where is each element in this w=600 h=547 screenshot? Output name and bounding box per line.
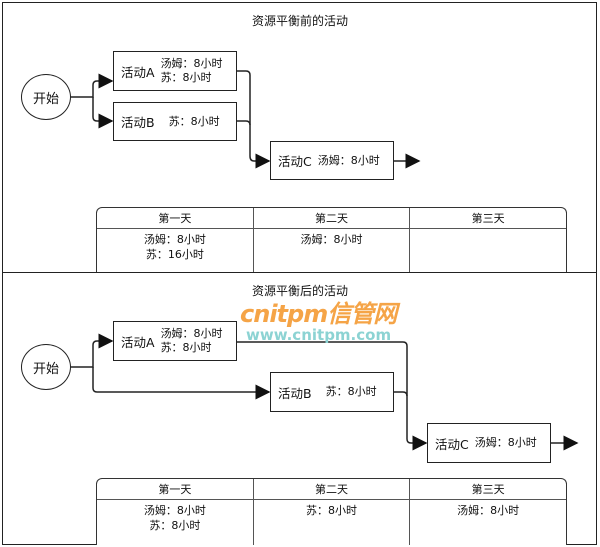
table-cell: 苏：8小时	[306, 504, 357, 517]
before-title: 资源平衡前的活动	[251, 14, 348, 28]
resource: 苏：8小时	[325, 385, 377, 398]
before-start-to-a	[70, 73, 114, 98]
after-title: 资源平衡后的活动	[251, 284, 348, 298]
activity-name: 活动A	[121, 64, 155, 80]
table-header: 第三天	[410, 479, 567, 500]
before-a-to-c	[237, 70, 271, 169]
table-header: 第二天	[253, 208, 410, 229]
watermark-brand: cnitpm信管网	[240, 300, 397, 328]
after-start-to-b	[92, 367, 271, 400]
resource: 苏：8小时	[160, 341, 212, 354]
after-start-node: 开始	[21, 344, 71, 390]
resource: 汤姆：8小时	[160, 57, 223, 70]
table-header: 第一天	[97, 208, 253, 229]
before-activity-a: 活动A 汤姆：8小时苏：8小时	[113, 51, 237, 91]
table-cell: 汤姆：8小时	[300, 233, 363, 246]
after-schedule-table: 第一天汤姆：8小时苏：8小时 第二天苏：8小时 第三天汤姆：8小时	[96, 478, 567, 545]
resource: 苏：8小时	[160, 71, 212, 84]
activity-name: 活动C	[435, 436, 469, 452]
resource: 汤姆：8小时	[317, 153, 380, 167]
before-start-node: 开始	[21, 74, 71, 120]
before-start-to-b	[92, 97, 114, 129]
activity-name: 活动B	[278, 385, 312, 401]
table-header: 第二天	[253, 479, 410, 500]
before-schedule-table: 第一天汤姆：8小时苏：16小时 第二天汤姆：8小时 第三天	[96, 207, 567, 272]
table-cell: 苏：16小时	[145, 248, 204, 261]
table-cell: 苏：8小时	[149, 519, 201, 532]
after-activity-a: 活动A 汤姆：8小时苏：8小时	[113, 321, 237, 361]
before-activity-b: 活动B 苏：8小时	[113, 102, 237, 141]
resource: 苏：8小时	[168, 114, 220, 128]
table-cell: 汤姆：8小时	[457, 504, 520, 517]
after-activity-c: 活动C 汤姆：8小时	[427, 423, 551, 463]
activity-name: 活动C	[278, 154, 312, 169]
activity-name: 活动A	[121, 334, 155, 350]
table-cell: 汤姆：8小时	[143, 233, 206, 246]
before-activity-c: 活动C 汤姆：8小时	[270, 141, 394, 180]
after-a-to-c	[237, 341, 428, 451]
resource: 汤姆：8小时	[474, 436, 537, 449]
table-header: 第一天	[97, 479, 253, 500]
activity-name: 活动B	[121, 115, 155, 130]
table-cell: 汤姆：8小时	[143, 504, 206, 517]
table-header: 第三天	[410, 208, 567, 229]
after-start-to-a	[70, 333, 114, 368]
resource: 汤姆：8小时	[160, 327, 223, 340]
before-b-to-c	[237, 120, 251, 126]
watermark-url: www.cnitpm.com	[246, 326, 392, 344]
after-activity-b: 活动B 苏：8小时	[270, 372, 394, 412]
after-b-to-c	[394, 391, 408, 397]
